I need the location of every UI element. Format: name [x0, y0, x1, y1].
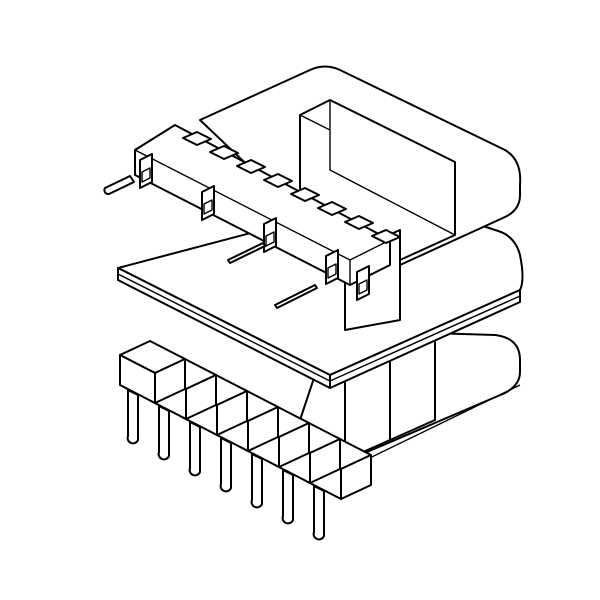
pin-post: [263, 217, 277, 253]
pin-post: [356, 265, 370, 301]
pin-housing-front: [216, 390, 248, 436]
top-pin-lead: [103, 175, 135, 196]
pin-slot: [236, 159, 266, 174]
pin-notch: [358, 279, 368, 295]
pin-housing-front: [185, 374, 217, 420]
bottom-pin: [188, 421, 201, 477]
pin-notch: [327, 263, 337, 279]
bottom-pin: [219, 437, 232, 493]
pin-housing-front: [154, 358, 186, 404]
pin-notch: [265, 231, 275, 247]
pin-notch: [203, 199, 213, 215]
bottom-pin-row: [119, 340, 372, 541]
pin-post: [139, 153, 153, 189]
top-terminal-block: [134, 124, 391, 286]
pin-notch: [141, 167, 151, 183]
pin-post: [325, 249, 339, 285]
pin-post: [201, 185, 215, 221]
pin-housing-front: [309, 438, 341, 484]
pin-slot: [209, 145, 239, 160]
pin-slot: [263, 173, 293, 188]
bottom-pin: [312, 485, 325, 541]
pin-housing-front: [340, 454, 372, 500]
top-pin-lead: [227, 242, 266, 264]
bottom-pin: [250, 453, 263, 509]
bottom-pin: [126, 389, 139, 445]
middle-flange: [117, 219, 524, 389]
top-pin-row: [103, 131, 401, 309]
bottom-pin: [157, 405, 170, 461]
pin-slot: [182, 131, 212, 146]
pin-slot: [290, 187, 320, 202]
top-pin-lead: [274, 284, 318, 309]
pin-slot: [371, 229, 401, 244]
pin-slot: [344, 215, 374, 230]
bottom-pin: [281, 469, 294, 525]
pin-housing-front: [278, 422, 310, 468]
pin-housing-front: [247, 406, 279, 452]
pin-slot: [317, 201, 347, 216]
